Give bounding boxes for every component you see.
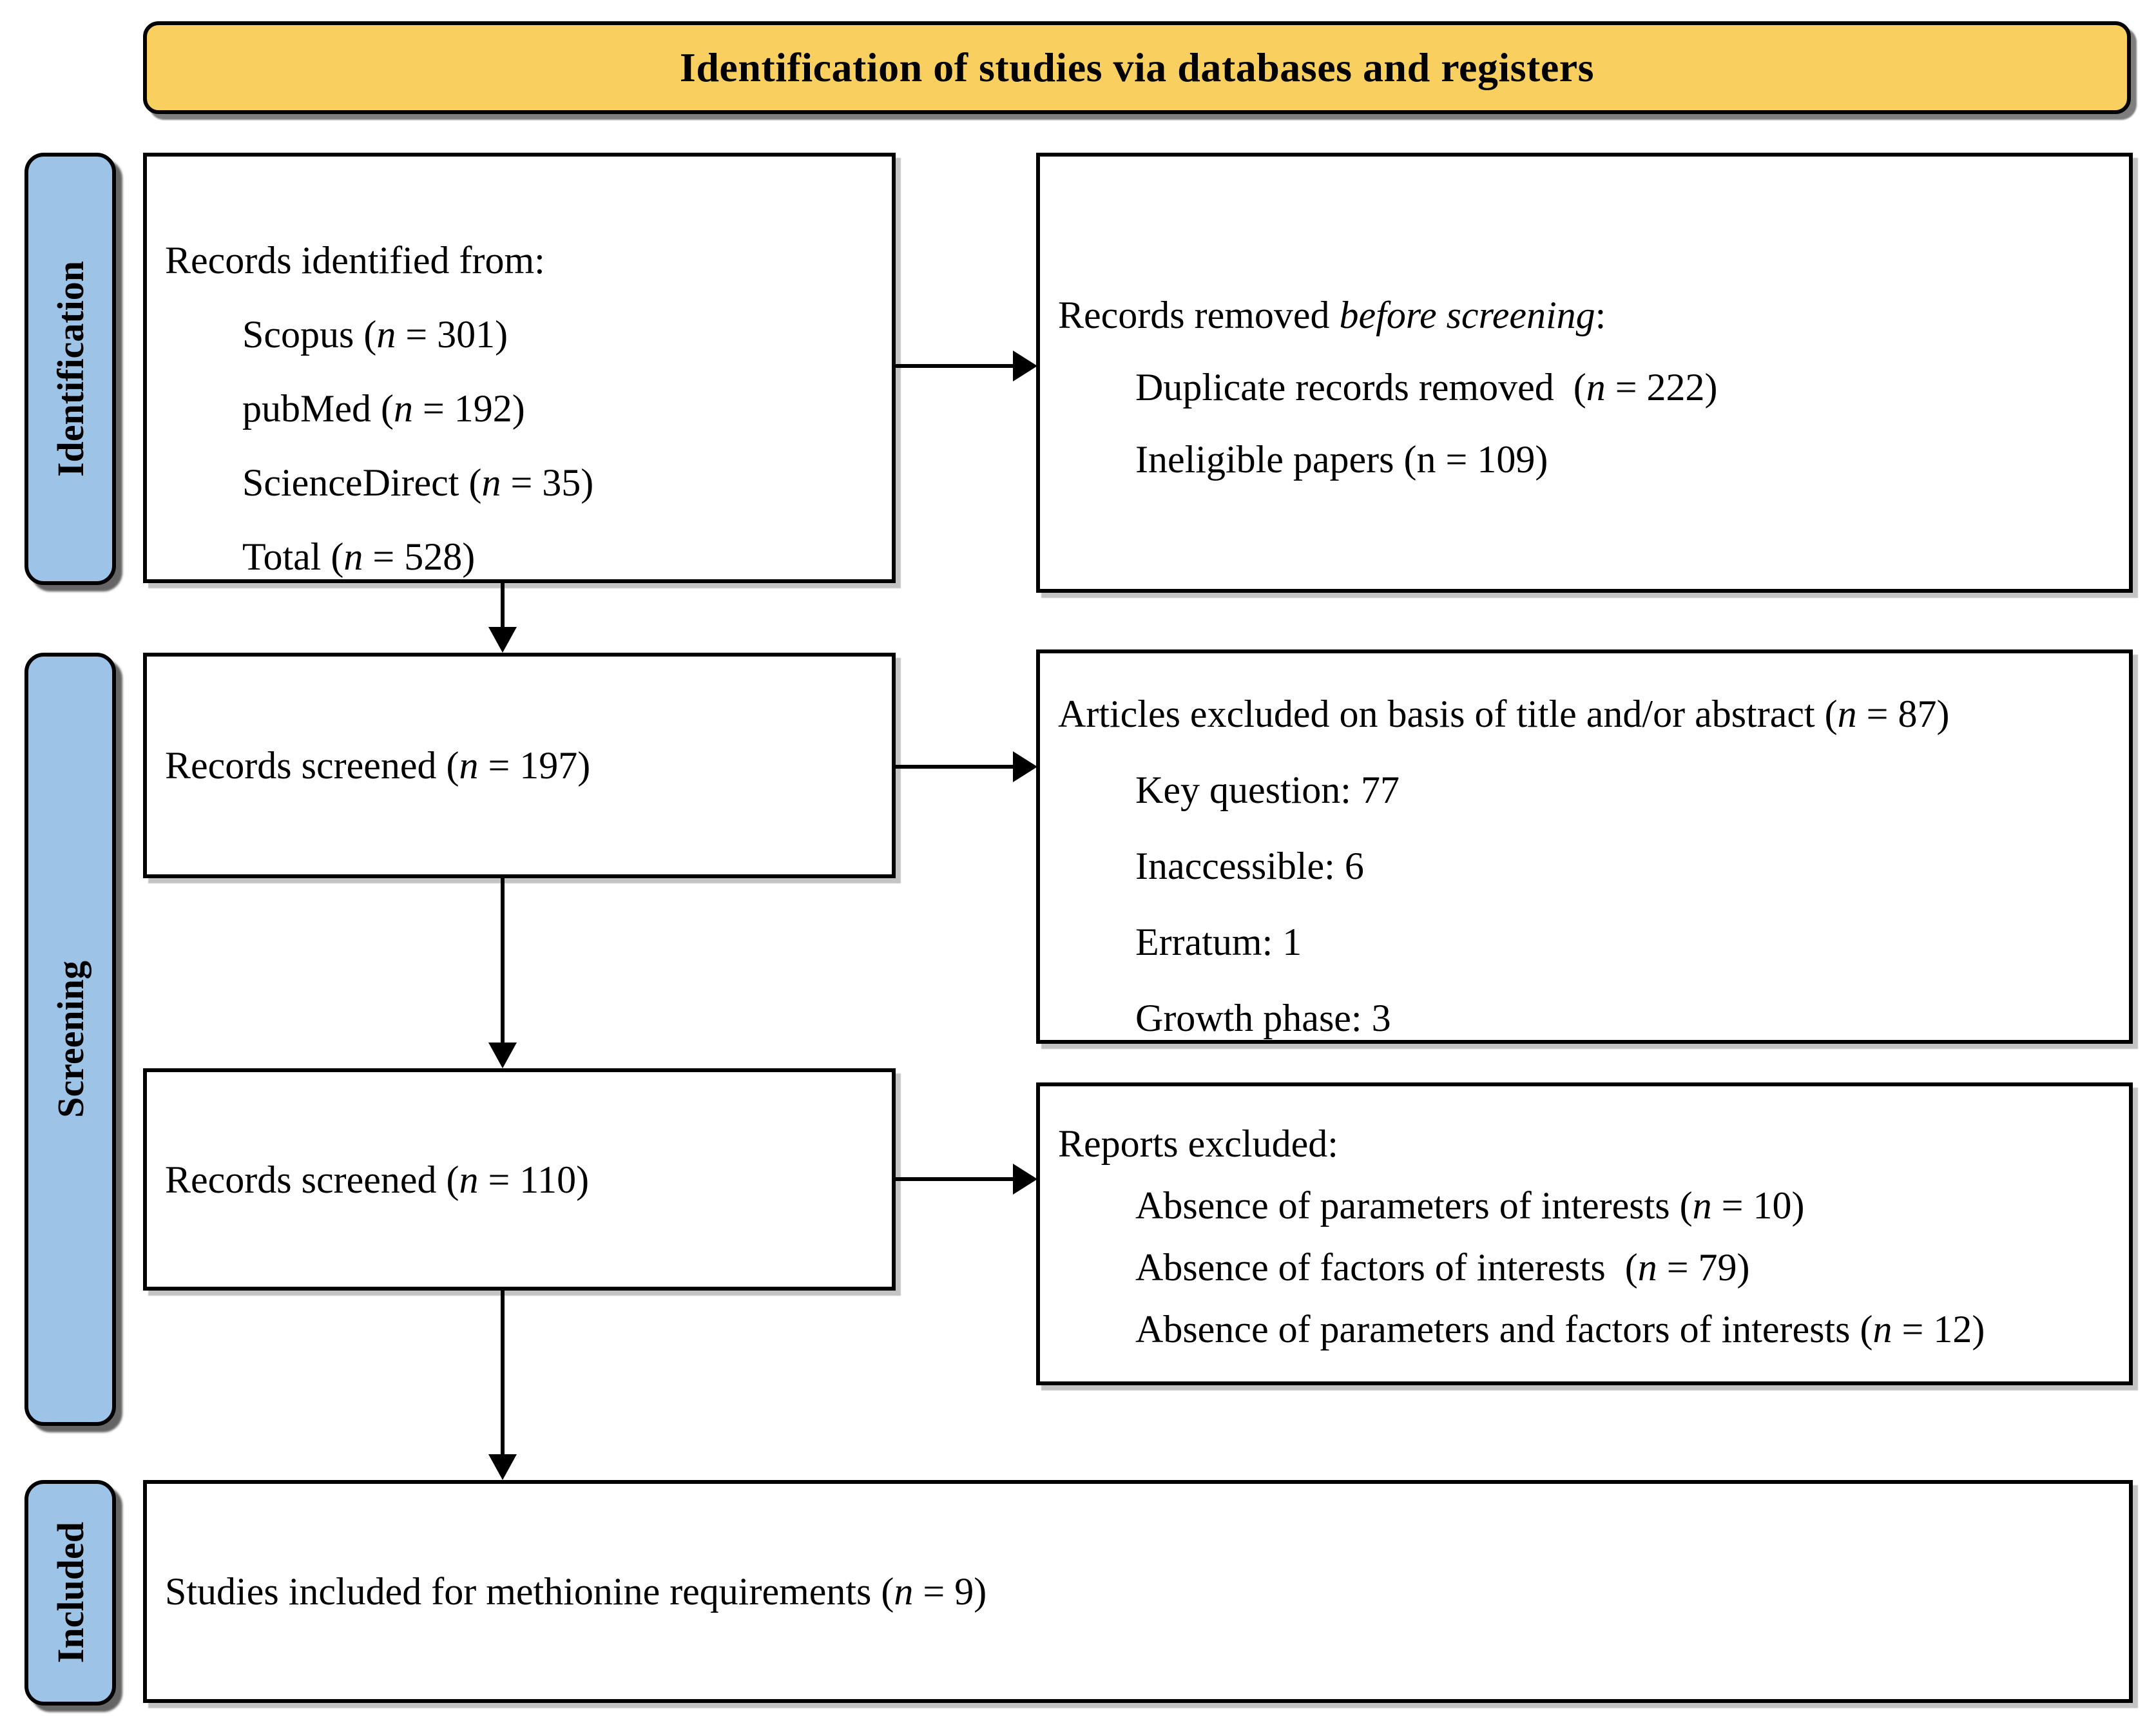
box-records-screened-110: Records screened (n = 110) [143, 1068, 896, 1291]
arrow-screened197-to-screened110 [501, 878, 505, 1044]
text-line: Erratum: 1 [1135, 921, 1302, 963]
box-records-identified: Records identified from: Scopus (n = 301… [143, 153, 896, 583]
arrow-identified-to-screened197 [501, 583, 505, 628]
stage-bar-screening: Screening [24, 653, 116, 1426]
title-banner: Identification of studies via databases … [143, 21, 2131, 114]
text-line: Inaccessible: 6 [1135, 845, 1364, 887]
text-line: Records removed before screening: [1058, 294, 1606, 336]
arrow-screened110-to-reports-excluded [896, 1177, 1014, 1181]
arrow-screened110-to-studies-included [501, 1291, 505, 1456]
box-articles-excluded: Articles excluded on basis of title and/… [1036, 649, 2133, 1044]
stage-label-included: Included [49, 1522, 91, 1664]
text-line: Articles excluded on basis of title and/… [1058, 693, 1950, 735]
box-records-removed-before-screening: Records removed before screening: Duplic… [1036, 153, 2133, 593]
text-line: Reports excluded: [1058, 1122, 1338, 1165]
stage-label-identification: Identification [49, 260, 91, 477]
text-line: Absence of parameters of interests (n = … [1135, 1184, 1805, 1227]
arrowhead-down-icon [488, 1043, 517, 1068]
arrowhead-right-icon [1013, 751, 1037, 782]
text-line: Duplicate records removed (n = 222) [1135, 366, 1718, 408]
box-reports-excluded: Reports excluded: Absence of parameters … [1036, 1082, 2133, 1385]
text-line: Records screened (n = 110) [165, 1158, 590, 1201]
text-line: Records identified from: [165, 239, 545, 282]
text-line: Records screened (n = 197) [165, 744, 591, 787]
stage-bar-included: Included [24, 1480, 116, 1706]
text-line: Key question: 77 [1135, 769, 1400, 811]
text-line: Ineligible papers (n = 109) [1135, 438, 1548, 481]
stage-label-screening: Screening [49, 961, 91, 1118]
diagram-title: Identification of studies via databases … [679, 44, 1595, 90]
arrowhead-right-icon [1013, 1164, 1037, 1195]
arrowhead-down-icon [488, 627, 517, 653]
arrowhead-down-icon [488, 1454, 517, 1480]
text-line: pubMed (n = 192) [242, 387, 525, 430]
arrow-identified-to-removed [896, 364, 1014, 368]
text-line: Growth phase: 3 [1135, 997, 1391, 1039]
text-line: Scopus (n = 301) [242, 313, 508, 356]
text-line: ScienceDirect (n = 35) [242, 461, 594, 504]
text-line: Studies included for methionine requirem… [165, 1570, 987, 1613]
box-records-screened-197: Records screened (n = 197) [143, 653, 896, 878]
stage-bar-identification: Identification [24, 153, 116, 585]
arrowhead-right-icon [1013, 351, 1037, 381]
text-line: Total (n = 528) [242, 535, 476, 578]
text-line: Absence of parameters and factors of int… [1135, 1308, 1985, 1350]
arrow-screened197-to-articles-excluded [896, 765, 1014, 769]
box-studies-included: Studies included for methionine requirem… [143, 1480, 2133, 1703]
text-line: Absence of factors of interests (n = 79) [1135, 1246, 1750, 1289]
